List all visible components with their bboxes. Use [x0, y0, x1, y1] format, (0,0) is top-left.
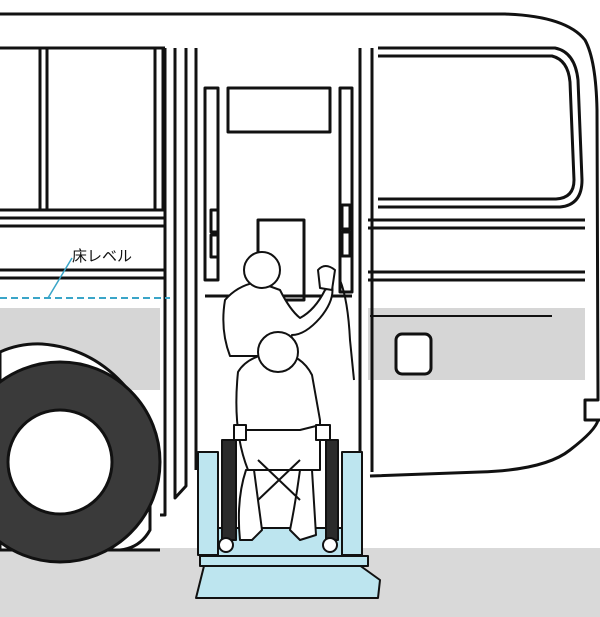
wheelchair-user-icon: [219, 332, 338, 552]
right-windows: [360, 48, 585, 472]
left-windows: [0, 48, 165, 278]
floor-level-indicator: 床レベル: [0, 247, 170, 298]
floor-level-label: 床レベル: [72, 247, 132, 265]
